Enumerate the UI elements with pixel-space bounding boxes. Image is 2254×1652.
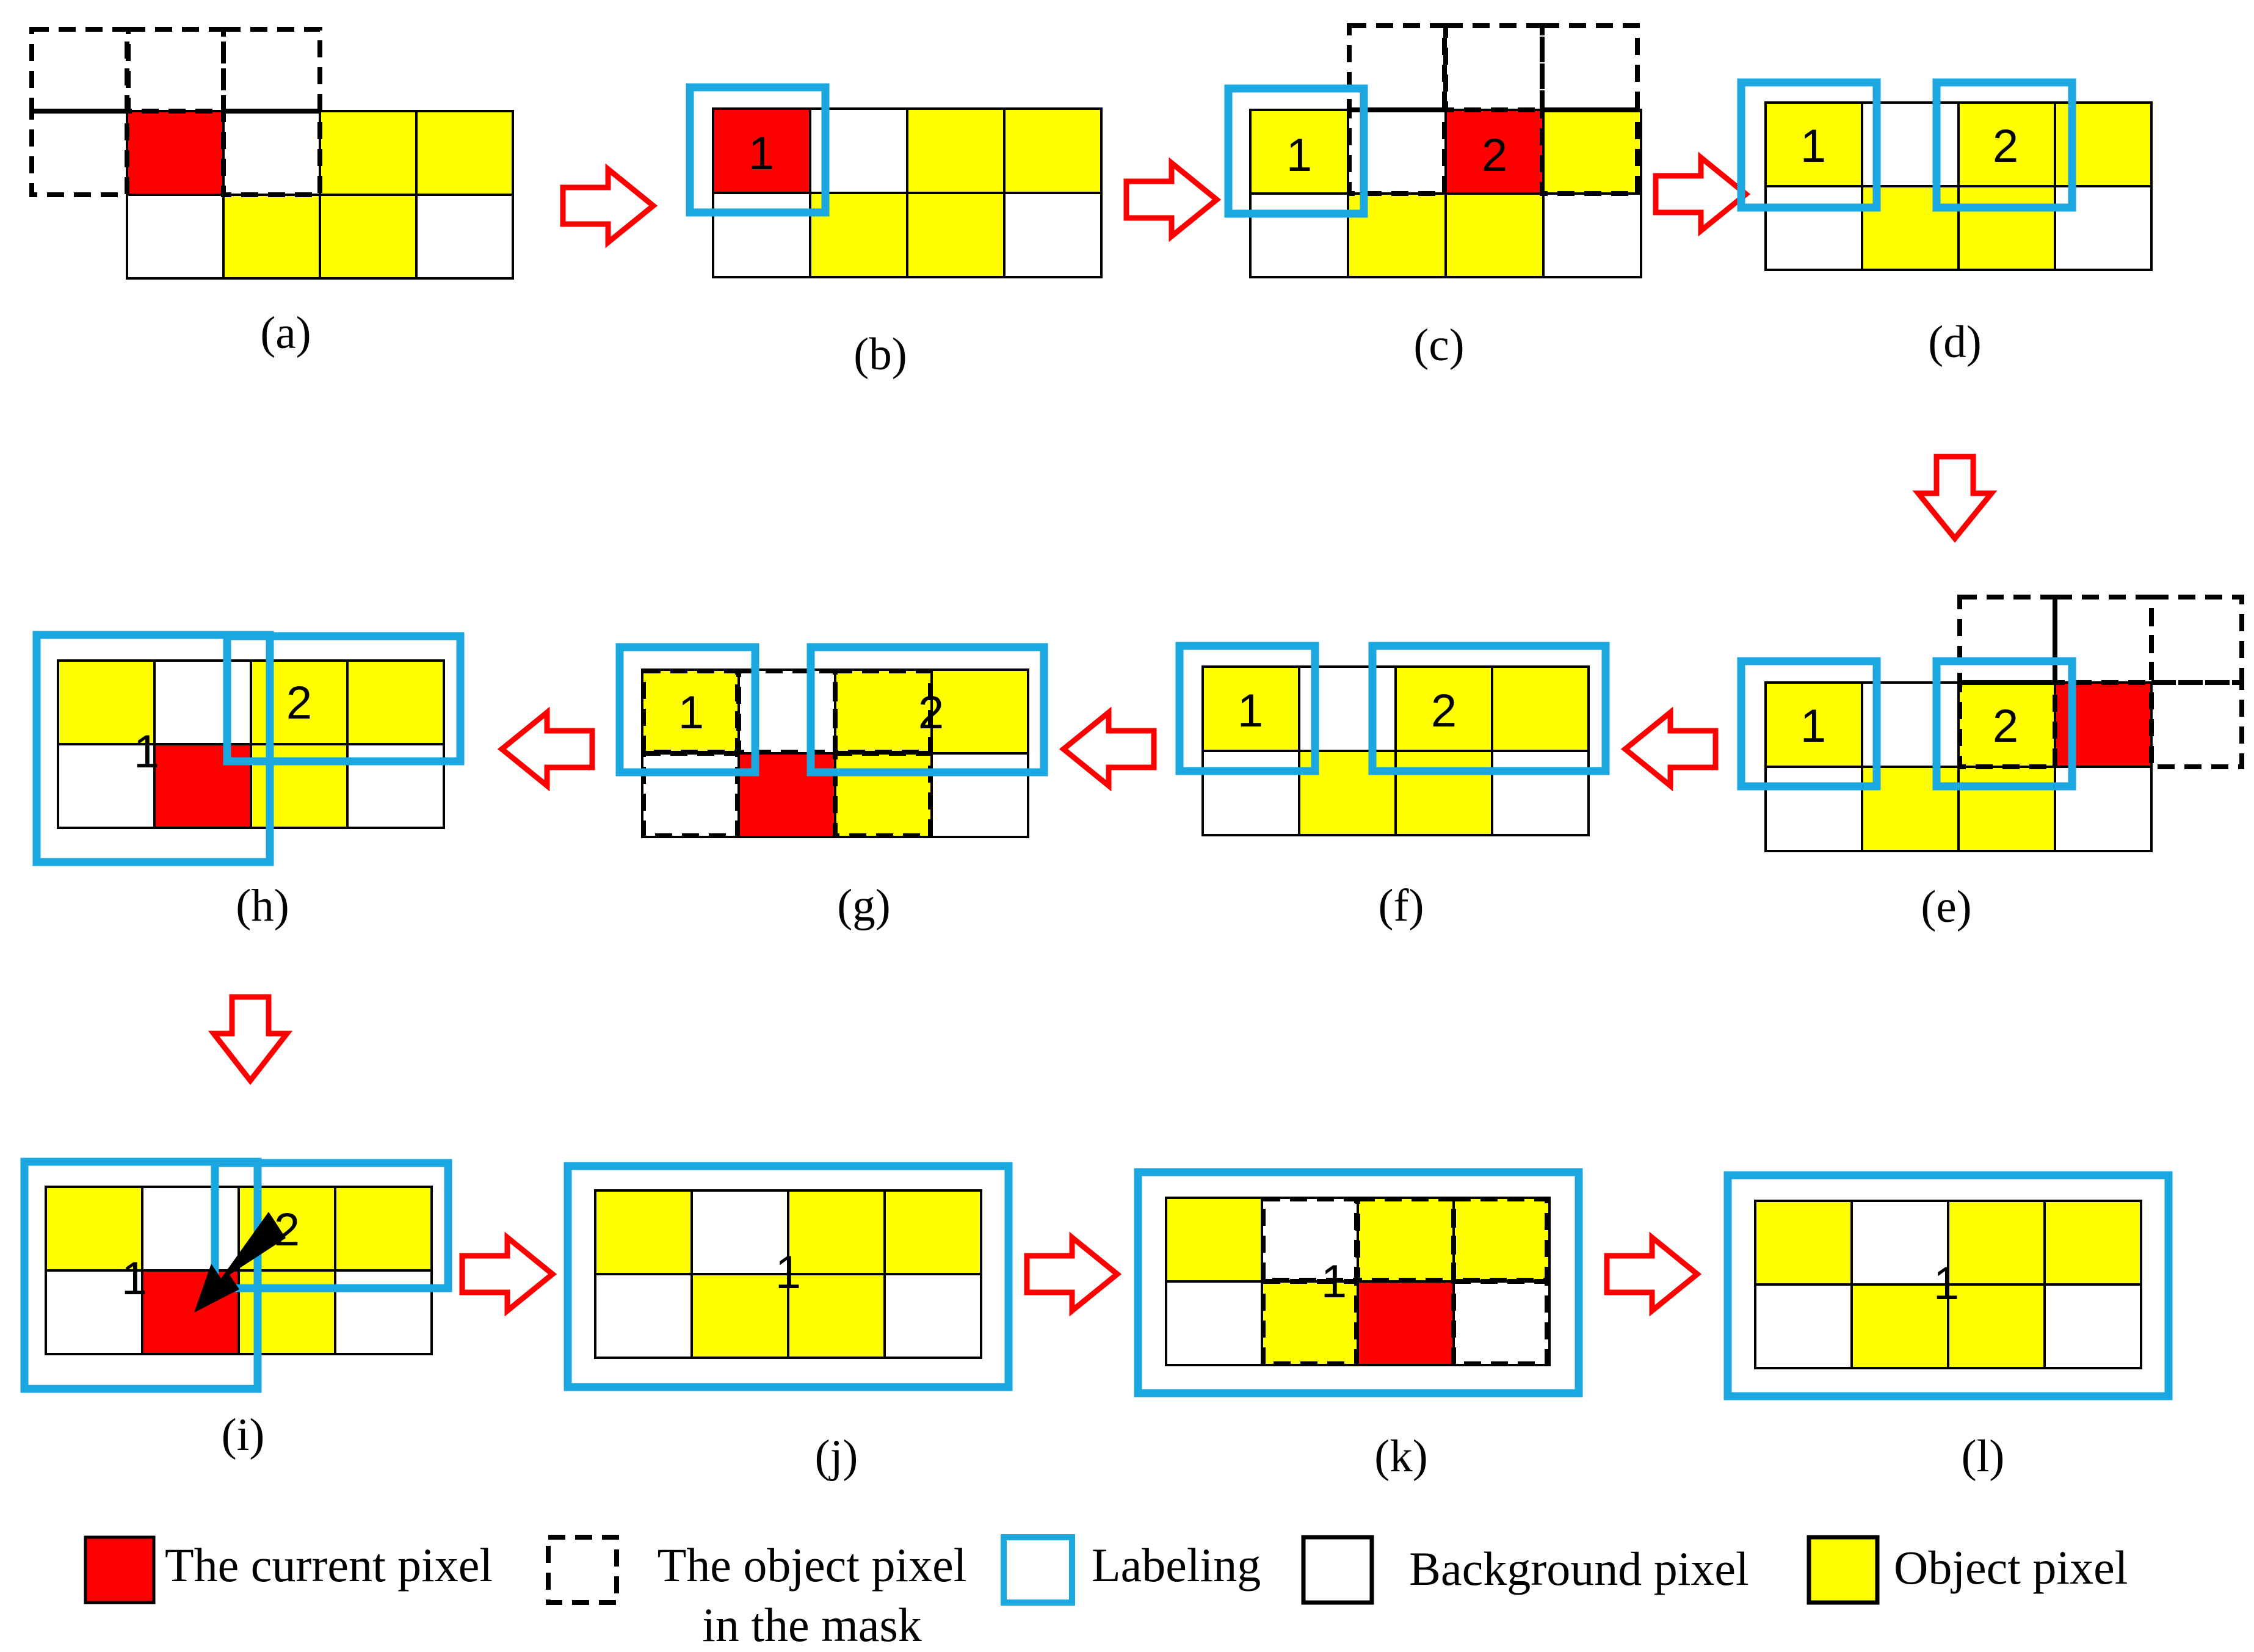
labeling-box-1 [1134,1168,1583,1397]
panel-j: 1 (j) [564,1162,1013,1482]
pixel-grid [1764,101,2153,271]
legend-background-swatch [1301,1535,1374,1605]
arrow-left-1 [1620,706,1719,792]
panel-j-caption: (j) [815,1431,858,1482]
panel-i: 1 2 (i) [20,1157,452,1460]
merge-arrow-icon [194,1212,286,1313]
pixel-grid [1754,1200,2142,1369]
label-number: 1 [748,128,774,179]
panel-g: 1 2 (g) [615,643,1048,931]
arrow-right-6 [1604,1231,1702,1317]
legend-current-label: The current pixel [165,1538,493,1592]
panel-h-caption: (h) [236,880,289,931]
legend-object-label: Object pixel [1894,1541,2128,1594]
pixel-grid [126,110,514,280]
labeling-box-2 [1368,642,1610,775]
arrow-right-3 [1653,151,1751,237]
panel-l-caption: (l) [1962,1431,2005,1482]
labeling-box-1 [615,643,759,777]
labeling-box-2 [806,643,1048,777]
panel-k: 1 (k) [1134,1168,1583,1482]
panel-i-caption: (i) [222,1410,265,1460]
label-number: 1 [121,1253,147,1305]
label-number: 2 [1431,685,1457,737]
panel-l: 1 (l) [1723,1171,2173,1482]
mask-outline [29,27,322,197]
pixel-grid [594,1189,982,1359]
panel-d: 1 2 (d) [1737,78,2153,368]
arrow-left-3 [497,706,595,792]
panel-e-caption: (e) [1921,882,1971,932]
label-number: 2 [918,687,944,739]
label-number: 1 [1286,129,1312,181]
legend-labeling-swatch [1001,1534,1075,1606]
legend-mask-label-line1: The object pixel [658,1538,967,1592]
legend-mask-label-line2: in the mask [702,1598,922,1651]
panel-c: 1 2 (c) [1224,23,1642,371]
pixel-grid [57,659,445,829]
label-number: 1 [775,1247,801,1299]
panel-f: 1 2 (f) [1175,642,1610,931]
labeling-box-1 [1723,1171,2173,1400]
arrow-down-2 [208,994,293,1085]
arrow-right-4 [459,1231,557,1317]
label-number: 2 [1993,120,2018,172]
labeling-box-1 [564,1162,1013,1391]
label-number: 1 [134,726,159,778]
panel-f-caption: (f) [1379,880,1424,931]
panel-d-caption: (d) [1928,317,1981,368]
label-number: 1 [1800,120,1826,172]
panel-h: 1 2 (h) [32,631,465,931]
label-number: 1 [1800,700,1826,752]
labeling-box-1 [1737,78,1881,212]
labeling-box-1 [20,1157,262,1393]
legend-labeling-label: Labeling [1092,1538,1261,1592]
arrow-right-5 [1024,1231,1122,1317]
panel-a-caption: (a) [260,308,311,358]
mask-outline [1957,595,2244,769]
panel-a: (a) [29,27,514,358]
panel-e: 1 2 (e) [1737,595,2244,932]
labeling-box-2 [211,1159,452,1292]
arrow-right-2 [1123,157,1222,242]
label-number: 1 [1321,1256,1347,1308]
mask-outline [641,668,933,838]
panel-c-caption: (c) [1413,320,1464,371]
legend-current-swatch [84,1535,156,1604]
panel-g-caption: (g) [837,880,890,931]
legend-object-swatch [1806,1535,1880,1605]
arrow-down-1 [1912,454,1998,543]
labeling-box-2 [1932,78,2076,212]
labeling-box-1 [1175,642,1319,775]
pixel-grid [1165,1197,1551,1366]
labeling-box-1 [1737,657,1881,791]
arrow-right-1 [560,163,658,248]
legend: The current pixel The object pixel in th… [84,1534,2128,1651]
labeling-box-1 [1224,84,1368,218]
pixel-grid [641,668,1029,838]
label-number: 2 [286,677,312,729]
label-number: 1 [678,687,704,739]
pixel-grid [1249,109,1642,278]
mask-outline [1347,23,1640,196]
label-number: 2 [1482,129,1507,181]
mask-outline [1261,1197,1549,1366]
pixel-grid [45,1186,433,1355]
arrow-left-2 [1059,706,1157,792]
panel-b-caption: (b) [853,329,907,380]
panel-k-caption: (k) [1374,1431,1427,1482]
labeling-box-2 [223,632,465,766]
label-number: 2 [1993,700,2018,752]
legend-mask-swatch [546,1535,619,1605]
legend-background-label: Background pixel [1409,1542,1749,1595]
labeling-box-1 [686,83,830,217]
labeling-box-2 [1932,657,2076,791]
label-number: 1 [1933,1258,1959,1310]
label-number: 1 [1238,685,1263,737]
pixel-grid [712,107,1103,278]
labeling-box-1 [32,631,274,866]
panel-b: 1 (b) [686,83,1103,380]
